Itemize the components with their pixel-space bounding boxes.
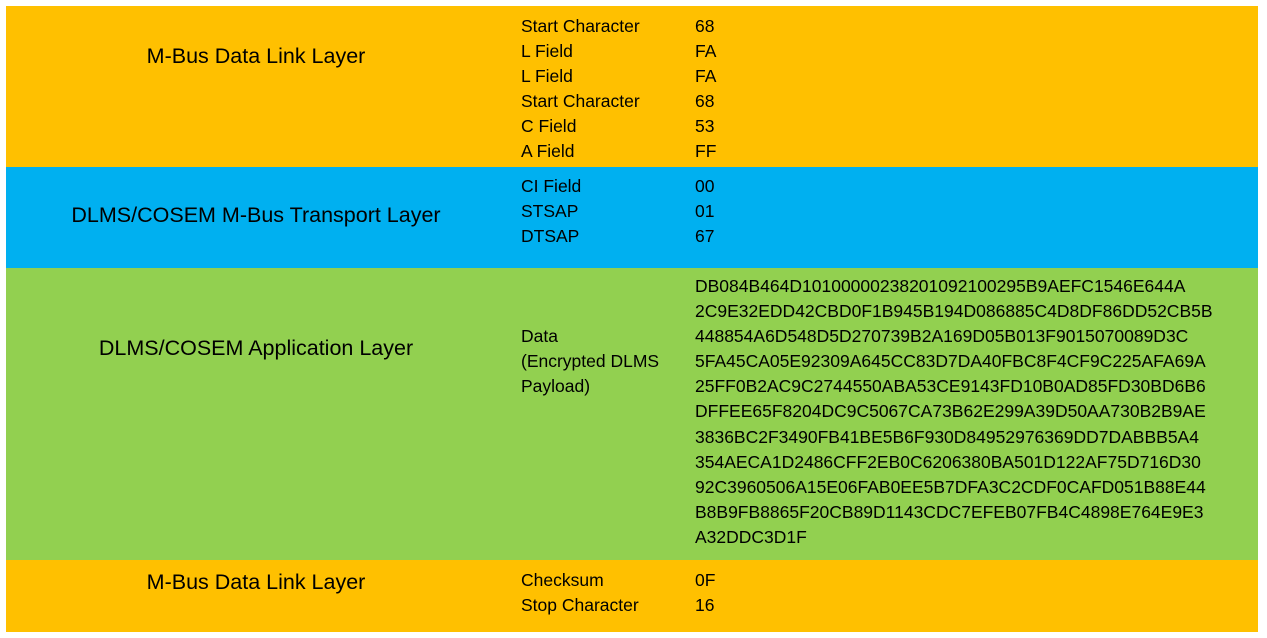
field-list: Checksum 0F Stop Character 16 xyxy=(521,568,1235,618)
field-value: 01 xyxy=(695,201,715,222)
field-row: L Field FA xyxy=(521,64,1235,89)
field-list: Start Character 68 L Field FA L Field FA… xyxy=(521,14,1235,165)
layer-title: DLMS/COSEM M-Bus Transport Layer xyxy=(71,203,441,227)
mbus-data-link-layer-trailer-band: M-Bus Data Link Layer Checksum 0F Stop C… xyxy=(6,560,1258,632)
field-row: A Field FF xyxy=(521,139,1235,164)
field-row: DTSAP 67 xyxy=(521,224,1235,249)
field-row: CI Field 00 xyxy=(521,174,1235,199)
hex-line: 3836BC2F3490FB41BE5B6F930D84952976369DD7… xyxy=(695,426,1199,447)
field-name: STSAP xyxy=(521,201,579,222)
mbus-data-link-layer-header-band: M-Bus Data Link Layer Start Character 68… xyxy=(6,6,1258,167)
field-value: 00 xyxy=(695,176,715,196)
field-row: C Field 53 xyxy=(521,114,1235,139)
field-value: FA xyxy=(695,41,717,62)
field-value: 67 xyxy=(695,226,715,247)
field-row: Stop Character 16 xyxy=(521,593,1235,618)
application-layer-band: DLMS/COSEM Application Layer Data (Encry… xyxy=(6,268,1258,560)
field-list: CI Field 00 STSAP 01 DTSAP 67 xyxy=(521,174,1235,249)
hex-line: B8B9FB8865F20CB89D1143CDC7EFEB07FB4C4898… xyxy=(695,501,1204,522)
data-label-line: Data xyxy=(521,326,558,347)
hex-line: 5FA45CA05E92309A645CC83D7DA40FBC8F4CF9C2… xyxy=(695,351,1206,372)
hex-line: 25FF0B2AC9C2744550ABA53CE9143FD10B0AD85F… xyxy=(695,376,1206,397)
data-label: Data (Encrypted DLMS Payload) xyxy=(521,274,695,550)
field-name: A Field xyxy=(521,141,575,162)
layer-title: M-Bus Data Link Layer xyxy=(146,570,366,594)
field-name: L Field xyxy=(521,66,573,87)
data-label-line: Payload) xyxy=(521,376,591,397)
layer-title: DLMS/COSEM Application Layer xyxy=(98,336,414,360)
transport-layer-band: DLMS/COSEM M-Bus Transport Layer CI Fiel… xyxy=(6,167,1258,268)
field-name: DTSAP xyxy=(521,226,580,247)
field-value: 68 xyxy=(695,16,715,36)
hex-line: 2C9E32EDD42CBD0F1B945B194D086885C4D8DF86… xyxy=(695,301,1213,322)
hex-line: DFFEE65F8204DC9C5067CA73B62E299A39D50AA7… xyxy=(695,401,1206,422)
data-field: Data (Encrypted DLMS Payload) DB084B464D… xyxy=(521,274,1213,550)
layer-title: M-Bus Data Link Layer xyxy=(146,44,366,68)
hex-line: 354AECA1D2486CFF2EB0C6206380BA501D122AF7… xyxy=(695,451,1201,472)
protocol-stack-diagram: M-Bus Data Link Layer Start Character 68… xyxy=(6,6,1258,632)
field-value: 0F xyxy=(695,570,716,590)
field-name: Stop Character xyxy=(521,595,639,616)
field-row: STSAP 01 xyxy=(521,199,1235,224)
field-name: CI Field xyxy=(521,176,582,196)
encrypted-payload-hex: DB084B464D10100000238201092100295B9AEFC1… xyxy=(695,274,1213,550)
field-name: Start Character xyxy=(521,91,640,112)
field-value: 68 xyxy=(695,91,715,112)
field-name: Start Character xyxy=(521,16,640,36)
field-value: FF xyxy=(695,141,717,162)
field-value: FA xyxy=(695,66,717,87)
hex-line: DB084B464D10100000238201092100295B9AEFC1… xyxy=(695,276,1186,296)
field-name: L Field xyxy=(521,41,573,62)
field-name: C Field xyxy=(521,116,577,137)
field-value: 53 xyxy=(695,116,715,137)
hex-line: 448854A6D548D5D270739B2A169D05B013F90150… xyxy=(695,326,1189,347)
data-label-line: (Encrypted DLMS xyxy=(521,351,660,372)
field-row: Checksum 0F xyxy=(521,568,1235,593)
field-row: Start Character 68 xyxy=(521,14,1235,39)
hex-line: A32DDC3D1F xyxy=(695,526,807,547)
hex-line: 92C3960506A15E06FAB0EE5B7DFA3C2CDF0CAFD0… xyxy=(695,476,1206,497)
field-name: Checksum xyxy=(521,570,604,590)
field-row: L Field FA xyxy=(521,39,1235,64)
field-row: Start Character 68 xyxy=(521,89,1235,114)
field-value: 16 xyxy=(695,595,715,616)
